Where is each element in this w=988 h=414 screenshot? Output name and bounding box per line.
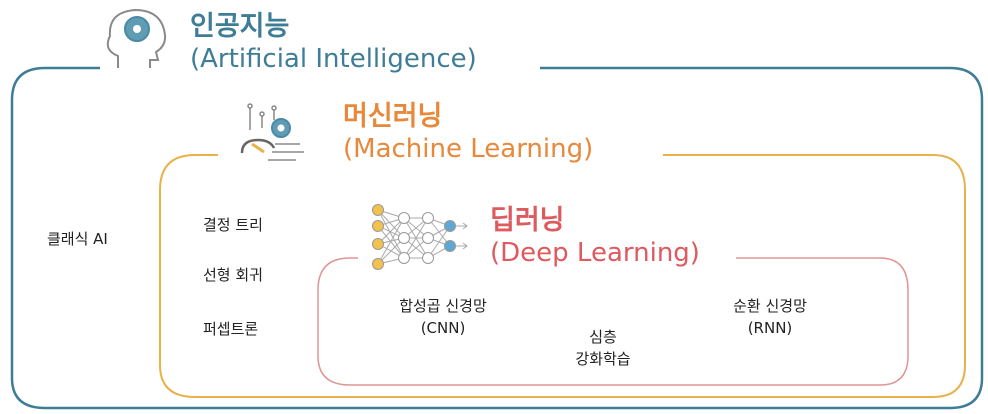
rnn-label: 순환 신경망 (RNN) xyxy=(695,296,845,340)
ml-subtitle: (Machine Learning) xyxy=(343,134,594,164)
perceptron-label: 퍼셉트론 xyxy=(203,320,259,338)
ml-title: 머신러닝 xyxy=(343,101,443,132)
deep-rl-line1: 심층 xyxy=(589,328,617,346)
rnn-abbr: (RNN) xyxy=(747,318,793,337)
ml-frame xyxy=(159,154,966,398)
cnn-label: 합성곱 신경망 (CNN) xyxy=(368,296,518,340)
deep-rl-line2: 강화학습 xyxy=(575,349,631,368)
neural-network-nodes xyxy=(372,204,456,270)
dl-title: 딥러닝 xyxy=(490,205,565,236)
decision-tree-label: 결정 트리 xyxy=(203,216,263,234)
ai-frame xyxy=(10,66,984,410)
classic-ai-label: 클래식 AI xyxy=(47,230,108,248)
cnn-abbr: (CNN) xyxy=(420,318,466,337)
gear-circuit-icon xyxy=(240,103,304,161)
deep-rl-label: 심층 강화학습 xyxy=(548,327,658,371)
dl-subtitle: (Deep Learning) xyxy=(490,238,700,268)
dl-frame xyxy=(317,257,909,386)
brain-head-icon xyxy=(106,8,167,68)
rnn-name: 순환 신경망 xyxy=(733,297,807,315)
ai-title: 인공지능 xyxy=(190,11,290,42)
linear-regression-label: 선형 회귀 xyxy=(203,266,263,284)
cnn-name: 합성곱 신경망 xyxy=(399,297,487,315)
ai-subtitle: (Artificial Intelligence) xyxy=(190,44,477,74)
